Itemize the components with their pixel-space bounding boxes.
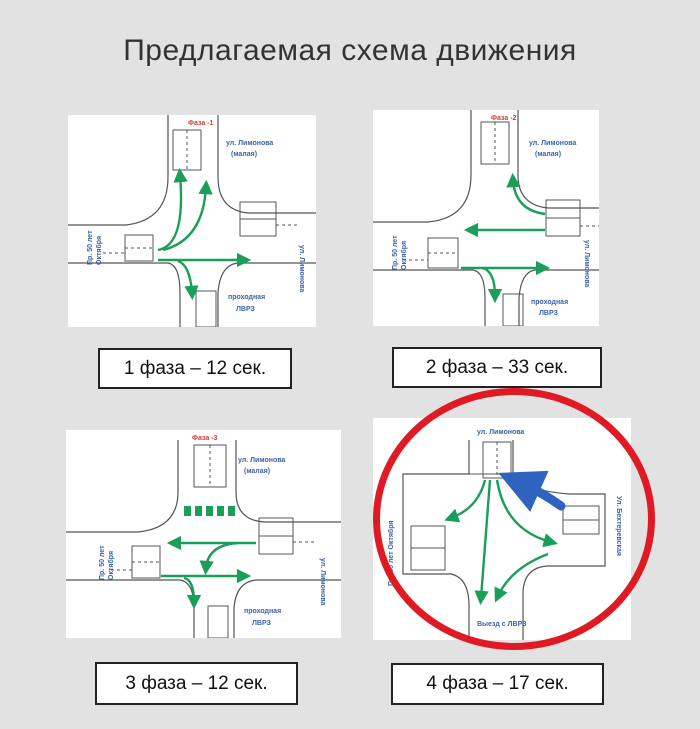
phase-2-street-bottom-2: ЛВРЗ bbox=[539, 310, 559, 317]
phase-3-street-left-2: Октября bbox=[107, 551, 115, 580]
page-title: Предлагаемая схема движения bbox=[123, 34, 577, 67]
phase-3-arrow-down bbox=[183, 576, 202, 610]
phase-1-caption: 1 фаза – 12 сек. bbox=[98, 348, 292, 389]
phase-4-caption: 4 фаза – 17 сек. bbox=[391, 663, 604, 705]
phase-1-street-left-2: Октября bbox=[95, 236, 103, 265]
phase-2-street-left-2: Октября bbox=[400, 241, 408, 270]
phase-1-arrow-curve bbox=[162, 179, 213, 252]
phase-4-arrow-down bbox=[474, 479, 492, 606]
phase-3-caption: 3 фаза – 12 сек. bbox=[95, 662, 298, 705]
phase-3-street-top: ул. Лимонова bbox=[238, 457, 285, 464]
phase-2-arrow-curve-up bbox=[506, 172, 546, 216]
phase-3-pedestrian-crossing bbox=[184, 506, 235, 516]
phase-4-street-right: Ул. Бехтеревская bbox=[615, 496, 622, 556]
phase-4-arrow-diagonal bbox=[494, 552, 549, 603]
phase-1-street-right: ул. Лимонова bbox=[298, 245, 305, 292]
phase-2-diagram: Фаза -2 ул. Лимонова (малая) ул. Лимонов… bbox=[373, 110, 599, 326]
phase-2-street-top: ул. Лимонова bbox=[529, 140, 576, 147]
phase-1-arrow-down bbox=[177, 259, 199, 301]
phase-3-street-top-sub: (малая) bbox=[244, 468, 270, 475]
phase-4-diagram: ул. Лимонова Пр. 50 лет Октября Ул. Бехт… bbox=[373, 418, 631, 640]
phase-3-diagram: Фаза -3 ул. Лимонова (малая) ул. Лимонов… bbox=[66, 430, 341, 638]
phase-2-arrow-down bbox=[482, 266, 503, 304]
phase-1-street-top: ул. Лимонова bbox=[226, 140, 273, 147]
phase-4-blue-uturn-arrow bbox=[498, 470, 566, 512]
phase-3-label: Фаза -3 bbox=[192, 435, 218, 442]
phase-1-street-left-1: Пр. 50 лет bbox=[87, 230, 94, 265]
phase-3-street-left-1: Пр. 50 лет bbox=[99, 545, 106, 580]
phase-3-street-bottom-2: ЛВРЗ bbox=[252, 620, 272, 627]
phase-2-label: Фаза -2 bbox=[491, 115, 517, 122]
phase-2-street-right: ул. Лимонова bbox=[583, 240, 590, 287]
phase-1-label: Фаза -1 bbox=[188, 120, 214, 127]
phase-2-street-bottom-1: проходная bbox=[531, 299, 568, 306]
phase-1-arrow-turn-up bbox=[157, 167, 188, 252]
phase-1-street-bottom-2: ЛВРЗ bbox=[236, 306, 256, 313]
phase-3-street-bottom-1: проходная bbox=[244, 608, 281, 615]
phase-4-street-bottom: Выезд с ЛВРЗ bbox=[477, 621, 527, 628]
phase-4-arrow-left bbox=[444, 479, 487, 523]
phase-1-street-bottom-1: проходная bbox=[228, 294, 265, 301]
phase-1-street-top-sub: (малая) bbox=[231, 151, 257, 158]
phase-4-street-top: ул. Лимонова bbox=[477, 429, 524, 436]
phase-2-street-left-1: Пр. 50 лет bbox=[392, 235, 399, 270]
phase-2-street-top-sub: (малая) bbox=[535, 151, 561, 158]
phase-3-street-right: ул. Лимонова bbox=[319, 558, 326, 605]
phase-2-caption: 2 фаза – 33 сек. bbox=[392, 347, 602, 388]
phase-1-diagram: Фаза -1 ул. Лимонова (малая) ул. Лимонов… bbox=[68, 115, 316, 327]
phase-3-arrow-curve-down bbox=[199, 541, 239, 576]
phase-4-street-left: Пр. 50 лет Октября bbox=[387, 520, 395, 586]
